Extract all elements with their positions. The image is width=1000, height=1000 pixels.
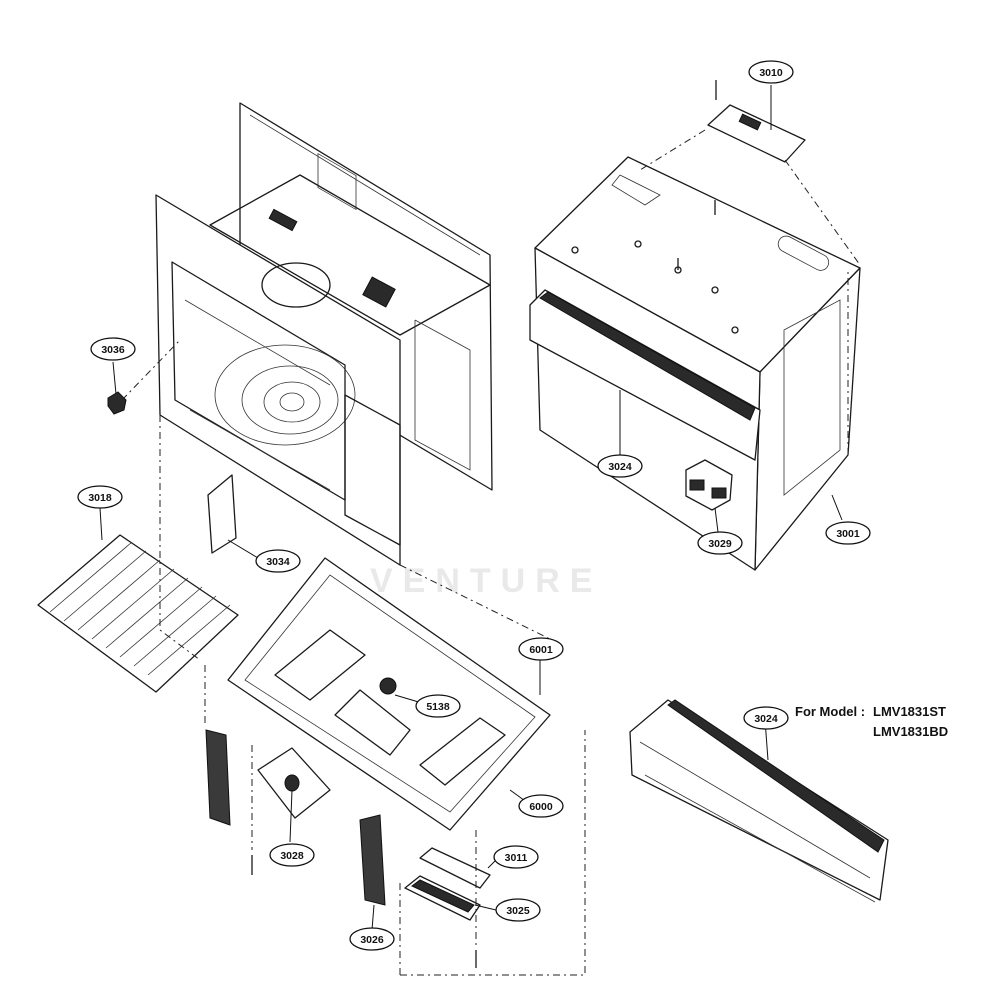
watermark-text: VENTURE [370,562,602,600]
model-note-heading: For Model : [795,704,865,719]
svg-text:3024: 3024 [608,461,632,473]
svg-text:3029: 3029 [708,538,732,550]
grease-filter-right [359,814,386,906]
callout-5138: 5138 [415,694,461,718]
svg-text:3011: 3011 [505,852,528,864]
svg-text:3036: 3036 [101,344,125,356]
callout-3026: 3026 [349,927,395,951]
assembly-lines [121,129,861,976]
callout-3011: 3011 [493,845,539,869]
callout-3036: 3036 [90,337,136,361]
alt-trim-bar [629,699,889,903]
svg-text:3010: 3010 [759,67,783,79]
callout-3010: 3010 [748,60,794,84]
model-name-1: LMV1831ST [873,704,946,719]
callout-3028: 3028 [269,843,315,867]
light-housing [251,747,331,875]
watermark: VENTURE [370,562,602,600]
callout-3024-alt: 3024 [743,706,789,730]
relay-module [685,459,733,511]
model-note: For Model : LMV1831ST LMV1831BD [795,704,948,739]
svg-text:5138: 5138 [426,701,450,713]
base-plate [227,557,551,831]
svg-text:6001: 6001 [529,644,553,656]
callout-6000: 6000 [518,794,564,818]
svg-text:3001: 3001 [836,528,860,540]
svg-text:3018: 3018 [88,492,112,504]
callout-3025: 3025 [495,898,541,922]
callout-6001: 6001 [518,637,564,661]
callout-3029: 3029 [697,531,743,555]
knob-part [107,391,127,415]
svg-text:3024: 3024 [754,713,778,725]
svg-text:3026: 3026 [360,934,384,946]
svg-text:6000: 6000 [529,801,553,813]
waveguide-cover [207,474,237,554]
model-name-2: LMV1831BD [873,724,948,739]
callout-3034: 3034 [255,549,301,573]
svg-text:3028: 3028 [280,850,304,862]
lamp-cover [404,875,481,968]
svg-text:3034: 3034 [266,556,290,568]
svg-text:3025: 3025 [506,905,530,917]
lamp-lens [419,847,491,889]
oven-rack [37,534,239,693]
control-bracket [707,104,806,163]
callout-3001: 3001 [825,521,871,545]
cavity-chassis [155,102,493,566]
callout-3024-main: 3024 [597,454,643,478]
callout-3018: 3018 [77,485,123,509]
grease-filter-left [205,729,231,826]
